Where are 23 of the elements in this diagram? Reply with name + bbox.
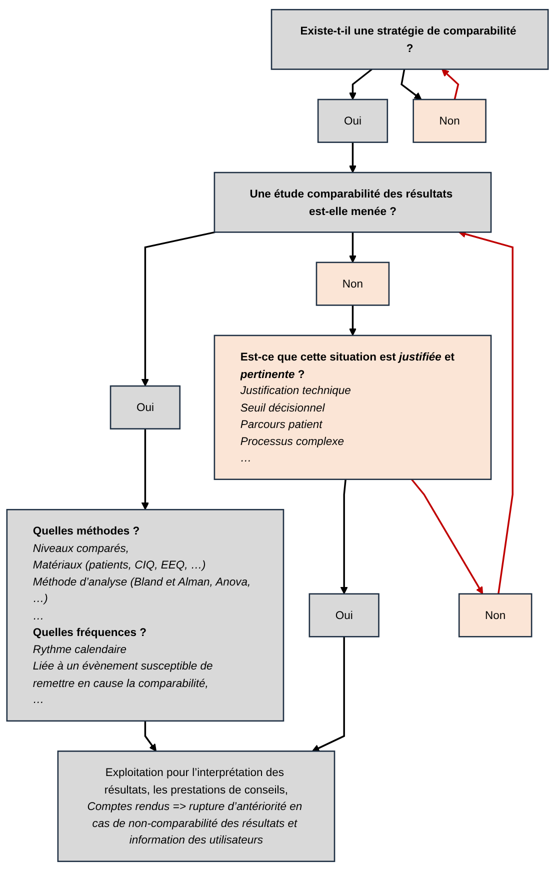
arrow [340, 479, 348, 594]
arrow [141, 231, 216, 386]
arrow [348, 68, 372, 100]
arrow [348, 142, 357, 173]
node-box: Non [316, 262, 390, 306]
node-box: Oui [308, 593, 380, 638]
node-box: Exploitation pour l’interprétation des résultats, les prestations de conseils, Comptes rendus => rupture d’antériorité en cas de non-comparabilité des résultats et information des utilisateurs [57, 750, 336, 862]
arrow [400, 69, 422, 100]
node-box: Existe-t-il une stratégie de comparabilité ? [270, 8, 549, 70]
arrow [312, 636, 345, 752]
arrow [348, 305, 357, 336]
arrow [442, 68, 460, 100]
node-box: Est-ce que cette situation est justifiée et pertinente ? Justification technique Seuil décisionnel Parcours patient Processus complexe … [214, 334, 492, 480]
arrow [141, 428, 149, 510]
node-box: Quelles méthodes ? Niveaux comparés, Matériaux (patients, CIQ, EEQ, …) Méthode d’analyse (Bland et Alman, Anova, …) … Quelles fréquences ? Rythme calendaire Liée à un évènement susceptible de remettre en cause la comparabilité, … [6, 508, 284, 722]
node-box: Une étude comparabilité des résultats est-elle menée ? [214, 172, 492, 233]
arrow [144, 720, 157, 752]
arrow [348, 232, 357, 263]
node-box: Non [412, 98, 486, 143]
node-box: Oui [110, 385, 181, 430]
node-box: Non [458, 593, 532, 638]
node-box: Oui [317, 98, 388, 143]
arrow [410, 478, 484, 594]
